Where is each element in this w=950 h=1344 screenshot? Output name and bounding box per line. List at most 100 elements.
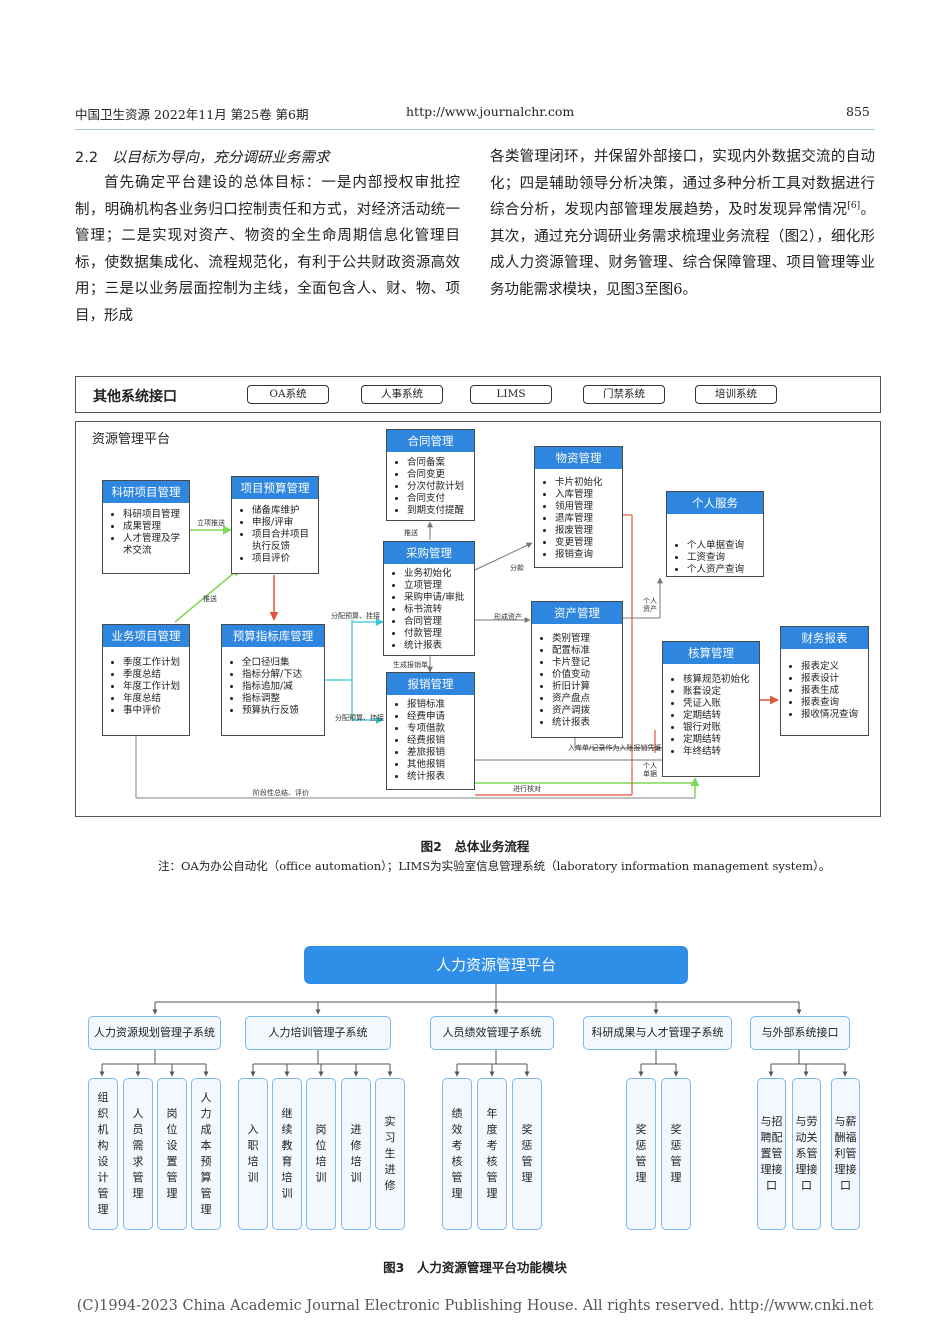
figure2-caption: 图2 总体业务流程 bbox=[420, 839, 530, 854]
box-item: 领用管理 bbox=[555, 501, 616, 513]
box-item: 年度总结 bbox=[123, 693, 183, 705]
journal-header: 中国卫生资源 2022年11月 第25卷 第6期 bbox=[75, 107, 309, 122]
box-item: 年度工作计划 bbox=[123, 681, 183, 693]
subsystem-external: 与外部系统接口 bbox=[750, 1016, 850, 1050]
interface-lims: LIMS bbox=[470, 385, 552, 404]
box-item: 卡片初始化 bbox=[555, 477, 616, 489]
box-item: 账套设定 bbox=[683, 686, 753, 698]
header-rule bbox=[75, 129, 875, 130]
interface-access: 门禁系统 bbox=[583, 385, 665, 404]
leaf-kpi: 绩效考核管理 bbox=[442, 1078, 472, 1230]
leaf-label: 奖惩管理 bbox=[635, 1123, 647, 1184]
box-title: 合同管理 bbox=[387, 430, 474, 452]
label-push: 推送 bbox=[203, 595, 217, 603]
box-item: 业务初始化 bbox=[404, 568, 468, 580]
box-item: 季度总结 bbox=[123, 669, 183, 681]
leaf-salary-interface: 与薪酬福利管理接口 bbox=[831, 1078, 860, 1230]
box-item: 项目合并项目执行反馈 bbox=[252, 529, 312, 553]
box-item: 配置标准 bbox=[552, 645, 616, 657]
box-item: 报废管理 bbox=[555, 525, 616, 537]
box-project-budget: 项目预算管理 储备库维护申报/评审项目合并项目执行反馈项目评价 bbox=[231, 476, 319, 574]
leaf-label: 奖惩管理 bbox=[670, 1123, 682, 1184]
leaf-org-design: 组织机构设计管理 bbox=[88, 1078, 118, 1230]
leaf-onboarding-training: 入职培训 bbox=[238, 1078, 268, 1230]
leaf-intern: 实习生进修 bbox=[375, 1078, 405, 1230]
box-title: 报销管理 bbox=[387, 673, 474, 695]
box-item: 其他报销 bbox=[407, 759, 468, 771]
box-budget-index: 预算指标库管理 全口径归集指标分解/下达指标追加/减指标调整预算执行反馈 bbox=[221, 624, 325, 736]
citation-ref[interactable]: [6] bbox=[847, 201, 861, 212]
copyright-footer: (C)1994-2023 China Academic Journal Elec… bbox=[76, 1298, 874, 1314]
subsystem-training: 人力培训管理子系统 bbox=[245, 1016, 391, 1050]
box-item: 折旧计算 bbox=[552, 681, 616, 693]
leaf-staff-demand: 人员需求管理 bbox=[123, 1078, 153, 1230]
label-allocate-1: 分配预算、挂接 bbox=[331, 612, 380, 620]
section-heading: 2.2 以目标为导向，充分调研业务需求 bbox=[75, 146, 329, 167]
box-item: 定期结转 bbox=[683, 710, 753, 722]
box-item: 季度工作计划 bbox=[123, 657, 183, 669]
box-title: 物资管理 bbox=[535, 447, 622, 469]
box-materials: 物资管理 卡片初始化入库管理领用管理退库管理报废管理变更管理报销查询 bbox=[534, 446, 623, 568]
leaf-reward-1: 奖惩管理 bbox=[512, 1078, 542, 1230]
box-item: 科研项目管理 bbox=[123, 509, 183, 521]
box-item: 工资查询 bbox=[687, 552, 757, 564]
leaf-hr-cost: 人力成本预算管理 bbox=[191, 1078, 221, 1230]
leaf-label: 人员需求管理 bbox=[132, 1107, 144, 1200]
box-item: 专项借款 bbox=[407, 723, 468, 735]
leaf-reward-3: 奖惩管理 bbox=[661, 1078, 691, 1230]
box-item: 定期结转 bbox=[683, 734, 753, 746]
figure2-note: 注：OA为办公自动化（office automation）；LIMS为实验室信息… bbox=[158, 859, 831, 873]
box-financial-report: 财务报表 报表定义报表设计报表生成报表查询报收情况查询 bbox=[780, 626, 869, 736]
box-item: 报表查询 bbox=[801, 697, 862, 709]
box-research-project: 科研项目管理 科研项目管理成果管理人才管理及学术交流 bbox=[102, 480, 190, 574]
box-item: 合同变更 bbox=[407, 469, 468, 481]
leaf-post-setting: 岗位设置管理 bbox=[157, 1078, 187, 1230]
box-item: 经费报销 bbox=[407, 735, 468, 747]
box-title: 核算管理 bbox=[663, 642, 759, 664]
leaf-label: 与薪酬福利管理接口 bbox=[834, 1115, 857, 1192]
box-item: 资产盘点 bbox=[552, 693, 616, 705]
label-project-push: 立项推送 bbox=[197, 519, 225, 527]
label-stage-summary: 阶段性总结、评价 bbox=[253, 789, 309, 797]
subsystem-research: 科研成果与人才管理子系统 bbox=[583, 1016, 732, 1050]
box-item: 统计报表 bbox=[404, 640, 468, 652]
box-item: 人才管理及学术交流 bbox=[123, 533, 183, 557]
box-item: 合同管理 bbox=[404, 616, 468, 628]
label-personal-docs: 个人单据 bbox=[643, 762, 657, 778]
box-item: 报表设计 bbox=[801, 673, 862, 685]
label-allocate-2: 分配预算、挂接 bbox=[335, 714, 384, 722]
leaf-label: 岗位设置管理 bbox=[166, 1107, 178, 1200]
hr-platform-root: 人力资源管理平台 bbox=[304, 946, 688, 984]
label-verify: 进行核对 bbox=[513, 785, 541, 793]
box-title: 资产管理 bbox=[532, 602, 622, 624]
body-right-tail: 。其次，通过充分调研业务需求梳理业务流程（图2），细化形成人力资源管理、财务管理… bbox=[490, 202, 875, 298]
leaf-label: 人力成本预算管理 bbox=[200, 1091, 212, 1216]
box-accounting: 核算管理 核算规范初始化账套设定凭证入账定期结转银行对账定期结转年终结转 bbox=[662, 641, 760, 777]
box-item: 类别管理 bbox=[552, 633, 616, 645]
leaf-reward-2: 奖惩管理 bbox=[626, 1078, 656, 1230]
box-title: 采购管理 bbox=[384, 542, 474, 564]
leaf-label: 组织机构设计管理 bbox=[97, 1091, 109, 1216]
box-item: 统计报表 bbox=[407, 771, 468, 783]
box-item: 储备库维护 bbox=[252, 505, 312, 517]
box-item: 立项管理 bbox=[404, 580, 468, 592]
box-item: 报表生成 bbox=[801, 685, 862, 697]
box-item: 变更管理 bbox=[555, 537, 616, 549]
section-number: 2.2 bbox=[75, 150, 99, 166]
leaf-continuing-education: 继续教育培训 bbox=[272, 1078, 302, 1230]
box-item: 指标分解/下达 bbox=[242, 669, 318, 681]
box-item: 全口径归集 bbox=[242, 657, 318, 669]
box-item: 事中评价 bbox=[123, 705, 183, 717]
box-assets: 资产管理 类别管理配置标准卡片登记价值变动折旧计算资产盘点资产调拨统计报表 bbox=[531, 601, 623, 738]
box-title: 科研项目管理 bbox=[103, 481, 189, 503]
journal-url[interactable]: http://www.journalchr.com bbox=[406, 104, 575, 119]
leaf-label: 岗位培训 bbox=[315, 1123, 327, 1184]
box-item: 项目评价 bbox=[252, 553, 312, 565]
body-left-text: 首先确定平台建设的总体目标：一是内部授权审批控制，明确机构各业务归口控制责任和方… bbox=[75, 175, 460, 324]
box-item: 经费申请 bbox=[407, 711, 468, 723]
subsystem-performance: 人员绩效管理子系统 bbox=[430, 1016, 554, 1050]
leaf-recruit-interface: 与招聘配置管理接口 bbox=[757, 1078, 786, 1230]
label-split: 分款 bbox=[510, 564, 524, 572]
leaf-label: 绩效考核管理 bbox=[451, 1107, 463, 1200]
leaf-annual-review: 年度考核管理 bbox=[477, 1078, 507, 1230]
